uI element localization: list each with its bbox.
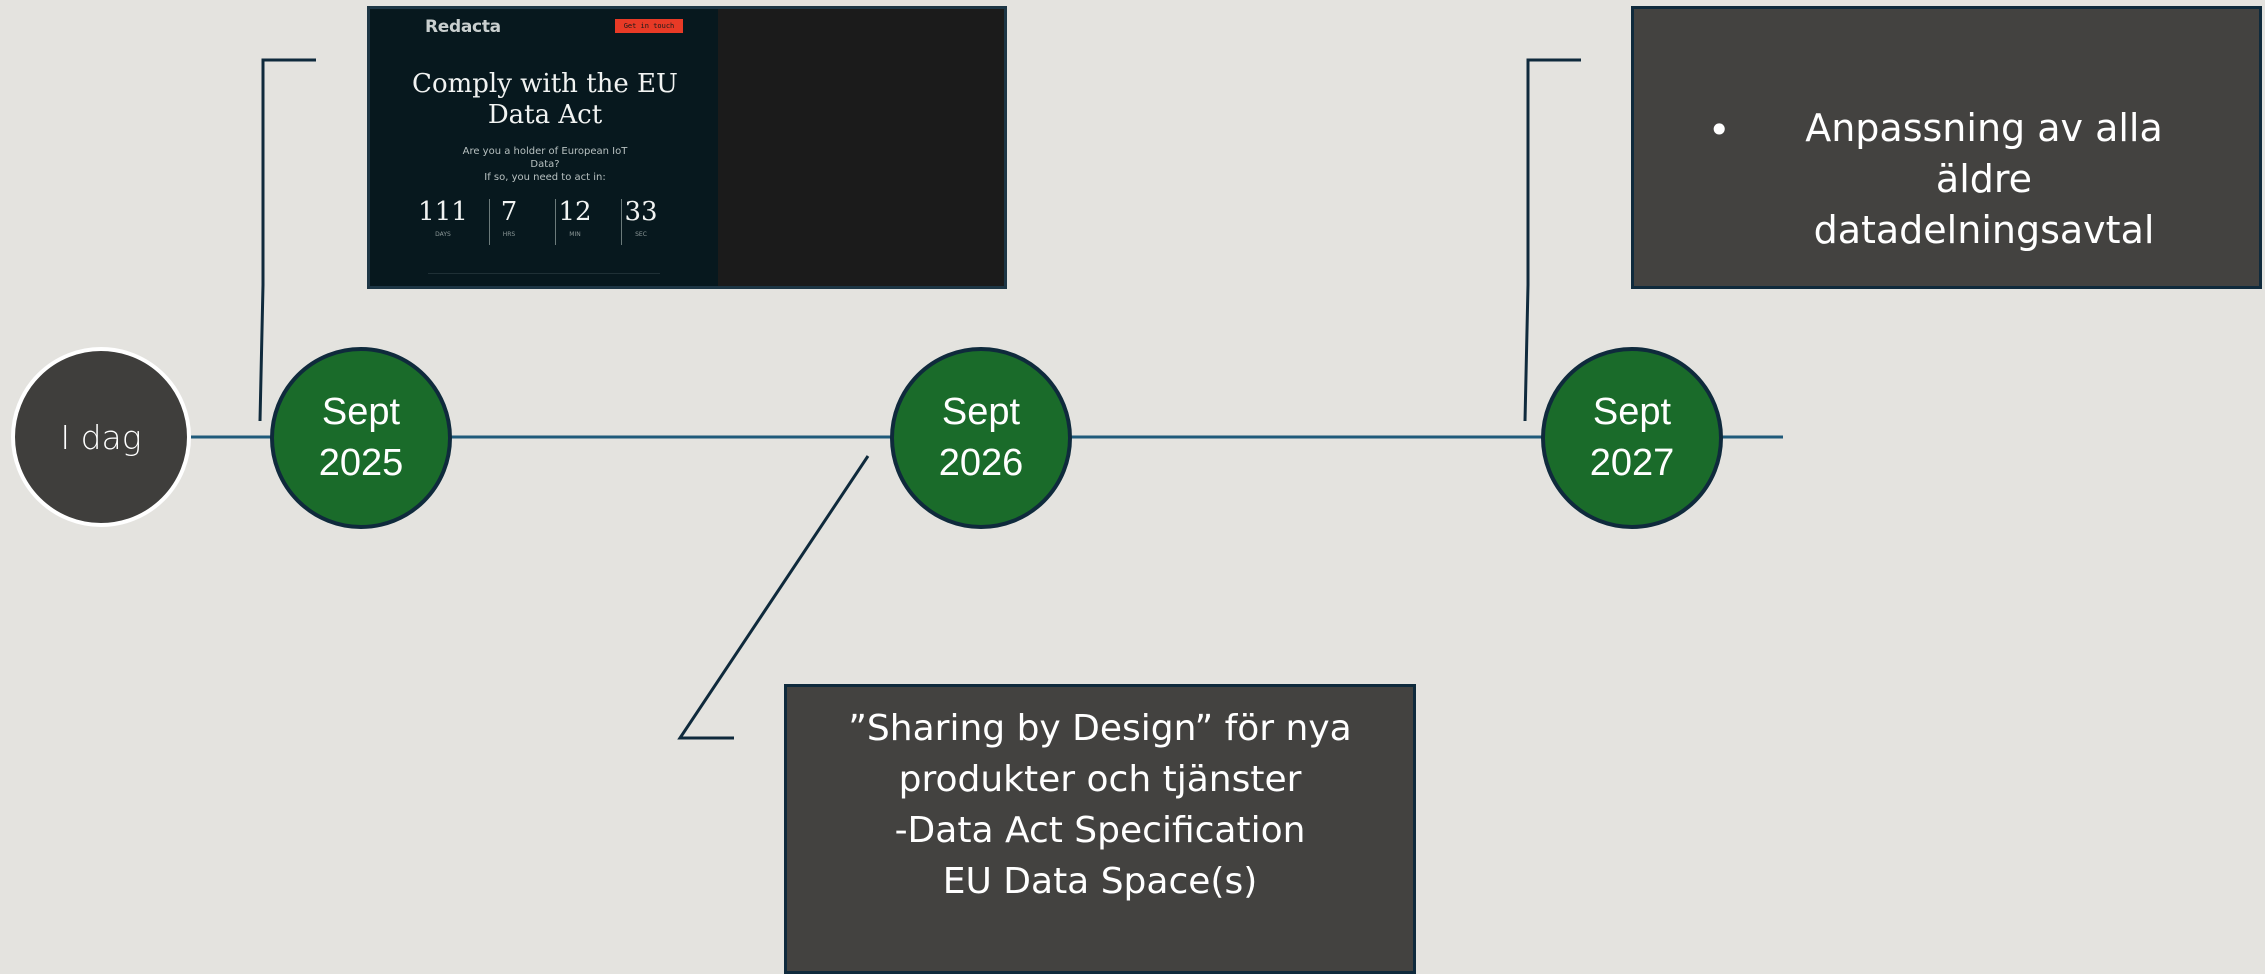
redacta-logo: Redacta [425,17,501,37]
milestone-month: Sept [1592,391,1672,433]
countdown-unit: MIN [569,231,581,238]
countdown-divider [489,199,490,245]
website-subtext-line1: Are you a holder of European IoT Data? [462,146,628,170]
callout-list-item: Anpassning av alla äldre datadelningsavt… [1805,106,2163,252]
connector-2027 [1523,58,1581,422]
callout-line: EU Data Space(s) [942,861,1258,902]
countdown-days: 111 DAYS [410,197,476,238]
callout-sept-2027: • Anpassning av alla äldre datadelningsa… [1631,6,2262,289]
countdown-hours: 7 HRS [476,197,542,238]
website-subtext-line2: If so, you need to act in: [484,172,606,183]
milestone-sept-2025: Sept 2025 [270,347,452,529]
countdown-unit: HRS [502,231,516,238]
milestone-sept-2026: Sept 2026 [890,347,1072,529]
website-divider [428,273,660,274]
milestone-year: 2026 [938,442,1024,484]
countdown-divider [621,199,622,245]
milestone-year: 2025 [318,442,404,484]
countdown-minutes: 12 MIN [542,197,608,238]
milestone-month: Sept [321,391,401,433]
countdown-unit: SEC [635,231,647,238]
countdown-value: 7 [500,197,518,227]
milestone-year: 2027 [1589,442,1675,484]
connector-2026 [677,455,870,740]
today-node: I dag [11,347,191,527]
callout-line: -Data Act Specification [894,810,1306,851]
countdown-value: 12 [558,197,592,227]
bullet-icon: • [1708,108,1731,152]
website-heading: Comply with the EU Data Act [412,69,678,130]
callout-sept-2026: ”Sharing by Design” för nya produkter oc… [784,684,1416,974]
callout-line: produkter och tjänster [898,759,1302,800]
connector-2025 [258,58,316,422]
website-subtext: Are you a holder of European IoT Data? I… [460,145,630,184]
milestone-month: Sept [941,391,1021,433]
website-hero-panel: Redacta Get in touch Comply with the EU … [370,9,718,286]
countdown-divider [555,199,556,245]
countdown-value: 33 [624,197,658,227]
countdown-value: 111 [418,197,468,227]
milestone-sept-2027: Sept 2027 [1541,347,1723,529]
callout-line: ”Sharing by Design” för nya [848,708,1352,749]
get-in-touch-button: Get in touch [615,19,683,33]
countdown-seconds: 33 SEC [608,197,674,238]
website-screenshot: Redacta Get in touch Comply with the EU … [367,6,1007,289]
countdown-unit: DAYS [435,231,451,238]
today-label: I dag [60,417,142,457]
